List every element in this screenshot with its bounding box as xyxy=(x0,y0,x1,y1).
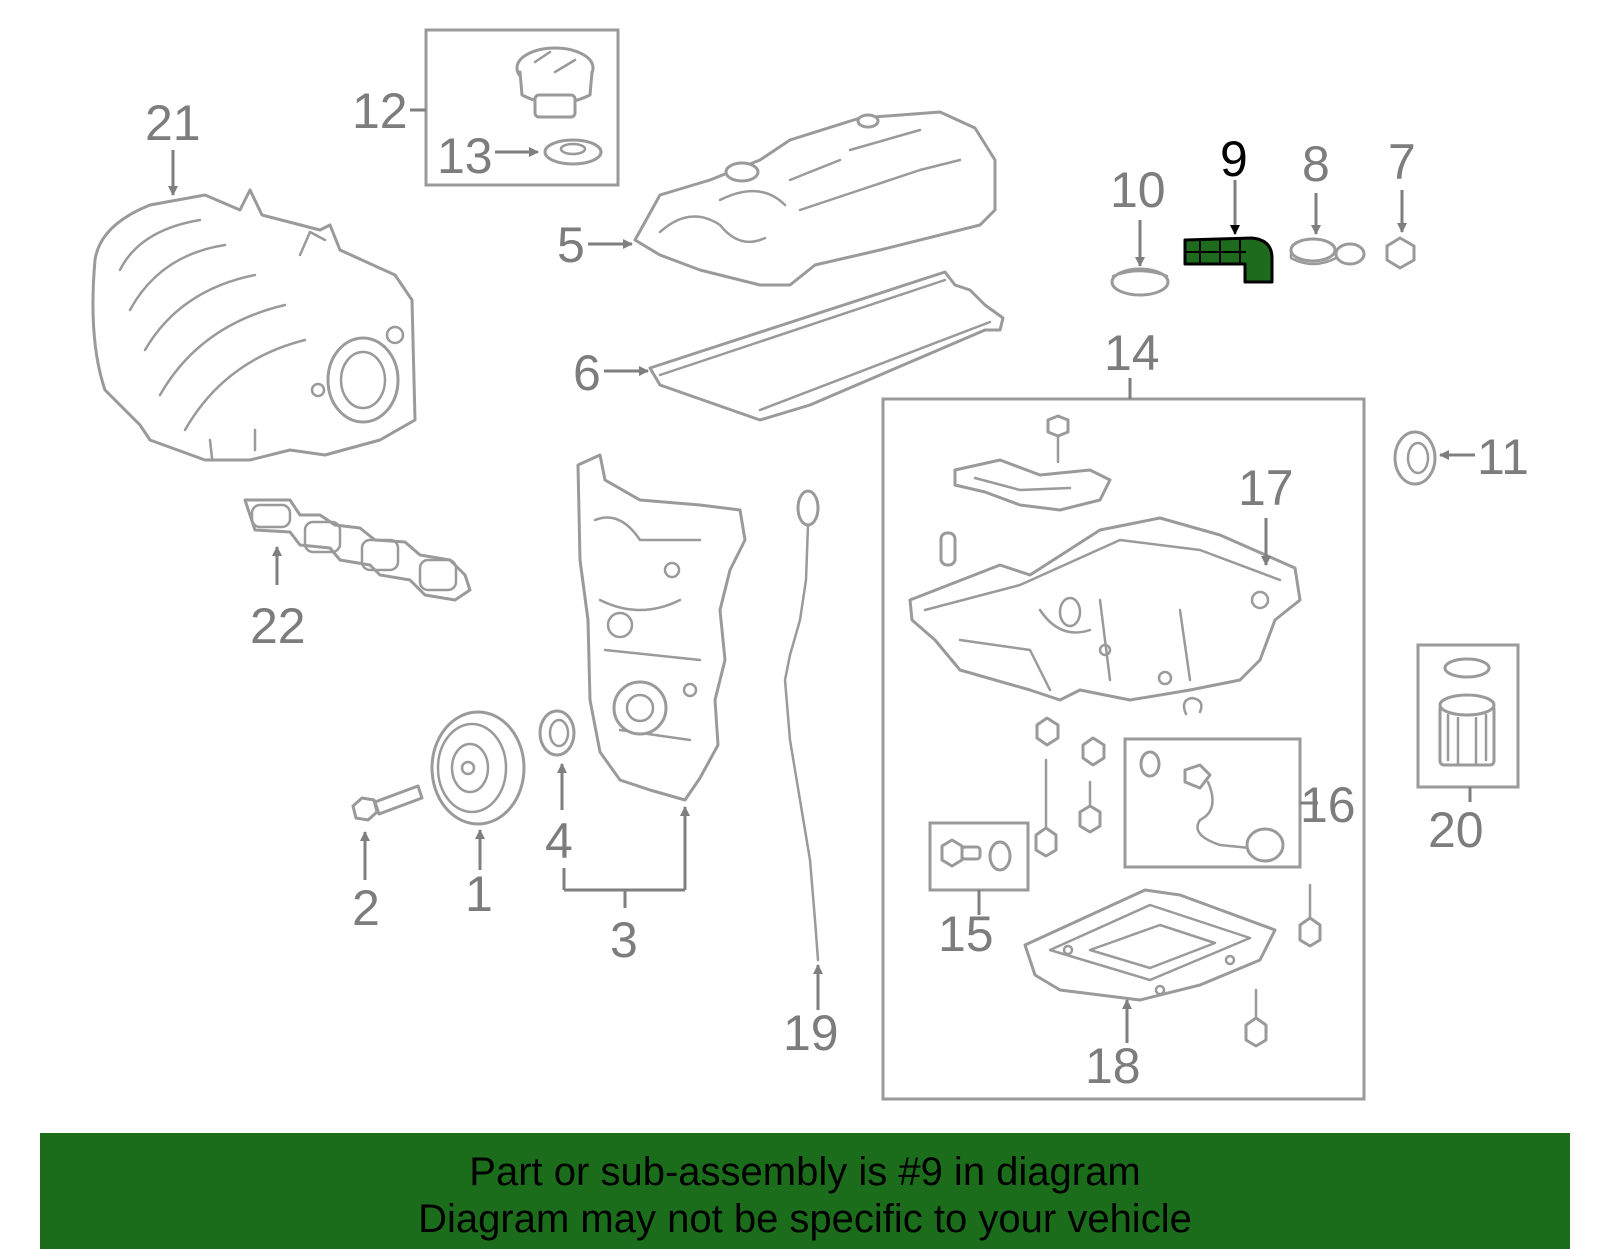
retaining-clip xyxy=(1182,696,1203,716)
callout-12: 12 xyxy=(352,83,408,139)
oil-pan-bolt-top xyxy=(1046,414,1070,464)
callout-1: 1 xyxy=(465,866,493,922)
callout-17: 17 xyxy=(1238,460,1294,516)
callout-14: 14 xyxy=(1104,325,1160,381)
callout-6: 6 xyxy=(573,345,601,401)
callout-19: 19 xyxy=(783,1005,839,1061)
drain-plug-and-washer[interactable] xyxy=(940,838,1012,872)
lower-oil-pan[interactable] xyxy=(1023,888,1277,1002)
part-7-nut[interactable] xyxy=(1385,236,1416,270)
callout-13: 13 xyxy=(437,128,493,184)
upper-oil-pan[interactable] xyxy=(908,516,1302,702)
banner-line-part: Part or sub-assembly is #9 in diagram xyxy=(469,1150,1141,1194)
timing-chain-cover[interactable] xyxy=(576,453,747,802)
oil-pan-assembly-box xyxy=(881,397,1366,1101)
oil-filler-cap-group[interactable] xyxy=(424,28,620,187)
part-8-cap[interactable] xyxy=(1289,237,1366,266)
part-9-highlighted[interactable] xyxy=(1183,236,1274,284)
callout-4: 4 xyxy=(545,813,573,869)
callout-16: 16 xyxy=(1300,777,1356,833)
crankshaft-pulley[interactable] xyxy=(430,710,526,826)
oil-dipstick[interactable] xyxy=(783,489,820,962)
drain-plug-nuts xyxy=(1035,716,1106,767)
callout-11: 11 xyxy=(1477,429,1529,485)
callout-5: 5 xyxy=(557,217,585,273)
banner-line-disclaimer: Diagram may not be specific to your vehi… xyxy=(418,1197,1192,1241)
short-bolt xyxy=(1078,780,1102,834)
filler-cap-seal xyxy=(543,138,603,166)
oil-filler-cap xyxy=(515,46,595,119)
part-11-seal[interactable] xyxy=(1393,430,1437,486)
callout-7: 7 xyxy=(1388,134,1416,190)
callout-15: 15 xyxy=(938,906,994,962)
callout-21: 21 xyxy=(145,95,201,151)
callout-8: 8 xyxy=(1302,136,1330,192)
crankshaft-bolt[interactable] xyxy=(351,784,424,822)
callout-3: 3 xyxy=(610,912,638,968)
callout-9-highlighted: 9 xyxy=(1220,131,1248,187)
info-banner: Part or sub-assembly is #9 in diagram Di… xyxy=(40,1133,1570,1249)
oil-pan-baffle xyxy=(953,458,1112,512)
part-10-plug[interactable] xyxy=(1110,267,1170,297)
intake-manifold-gasket[interactable] xyxy=(243,498,472,602)
oil-filter-box xyxy=(1416,643,1520,789)
callout-18: 18 xyxy=(1085,1038,1141,1094)
intake-manifold[interactable] xyxy=(91,188,417,462)
front-crank-seal[interactable] xyxy=(538,709,576,757)
long-bolt xyxy=(1034,758,1058,858)
oil-filter[interactable] xyxy=(1438,657,1496,767)
callout-10: 10 xyxy=(1110,162,1166,218)
oil-level-sensor[interactable] xyxy=(1139,750,1285,863)
callout-20: 20 xyxy=(1428,802,1484,858)
valve-cover-gasket[interactable] xyxy=(648,270,1005,422)
callout-2: 2 xyxy=(352,880,380,936)
valve-cover[interactable] xyxy=(633,110,997,287)
oil-pan-bolts xyxy=(1244,883,1322,1048)
dowel-pin xyxy=(939,531,957,567)
callout-22: 22 xyxy=(250,598,306,654)
